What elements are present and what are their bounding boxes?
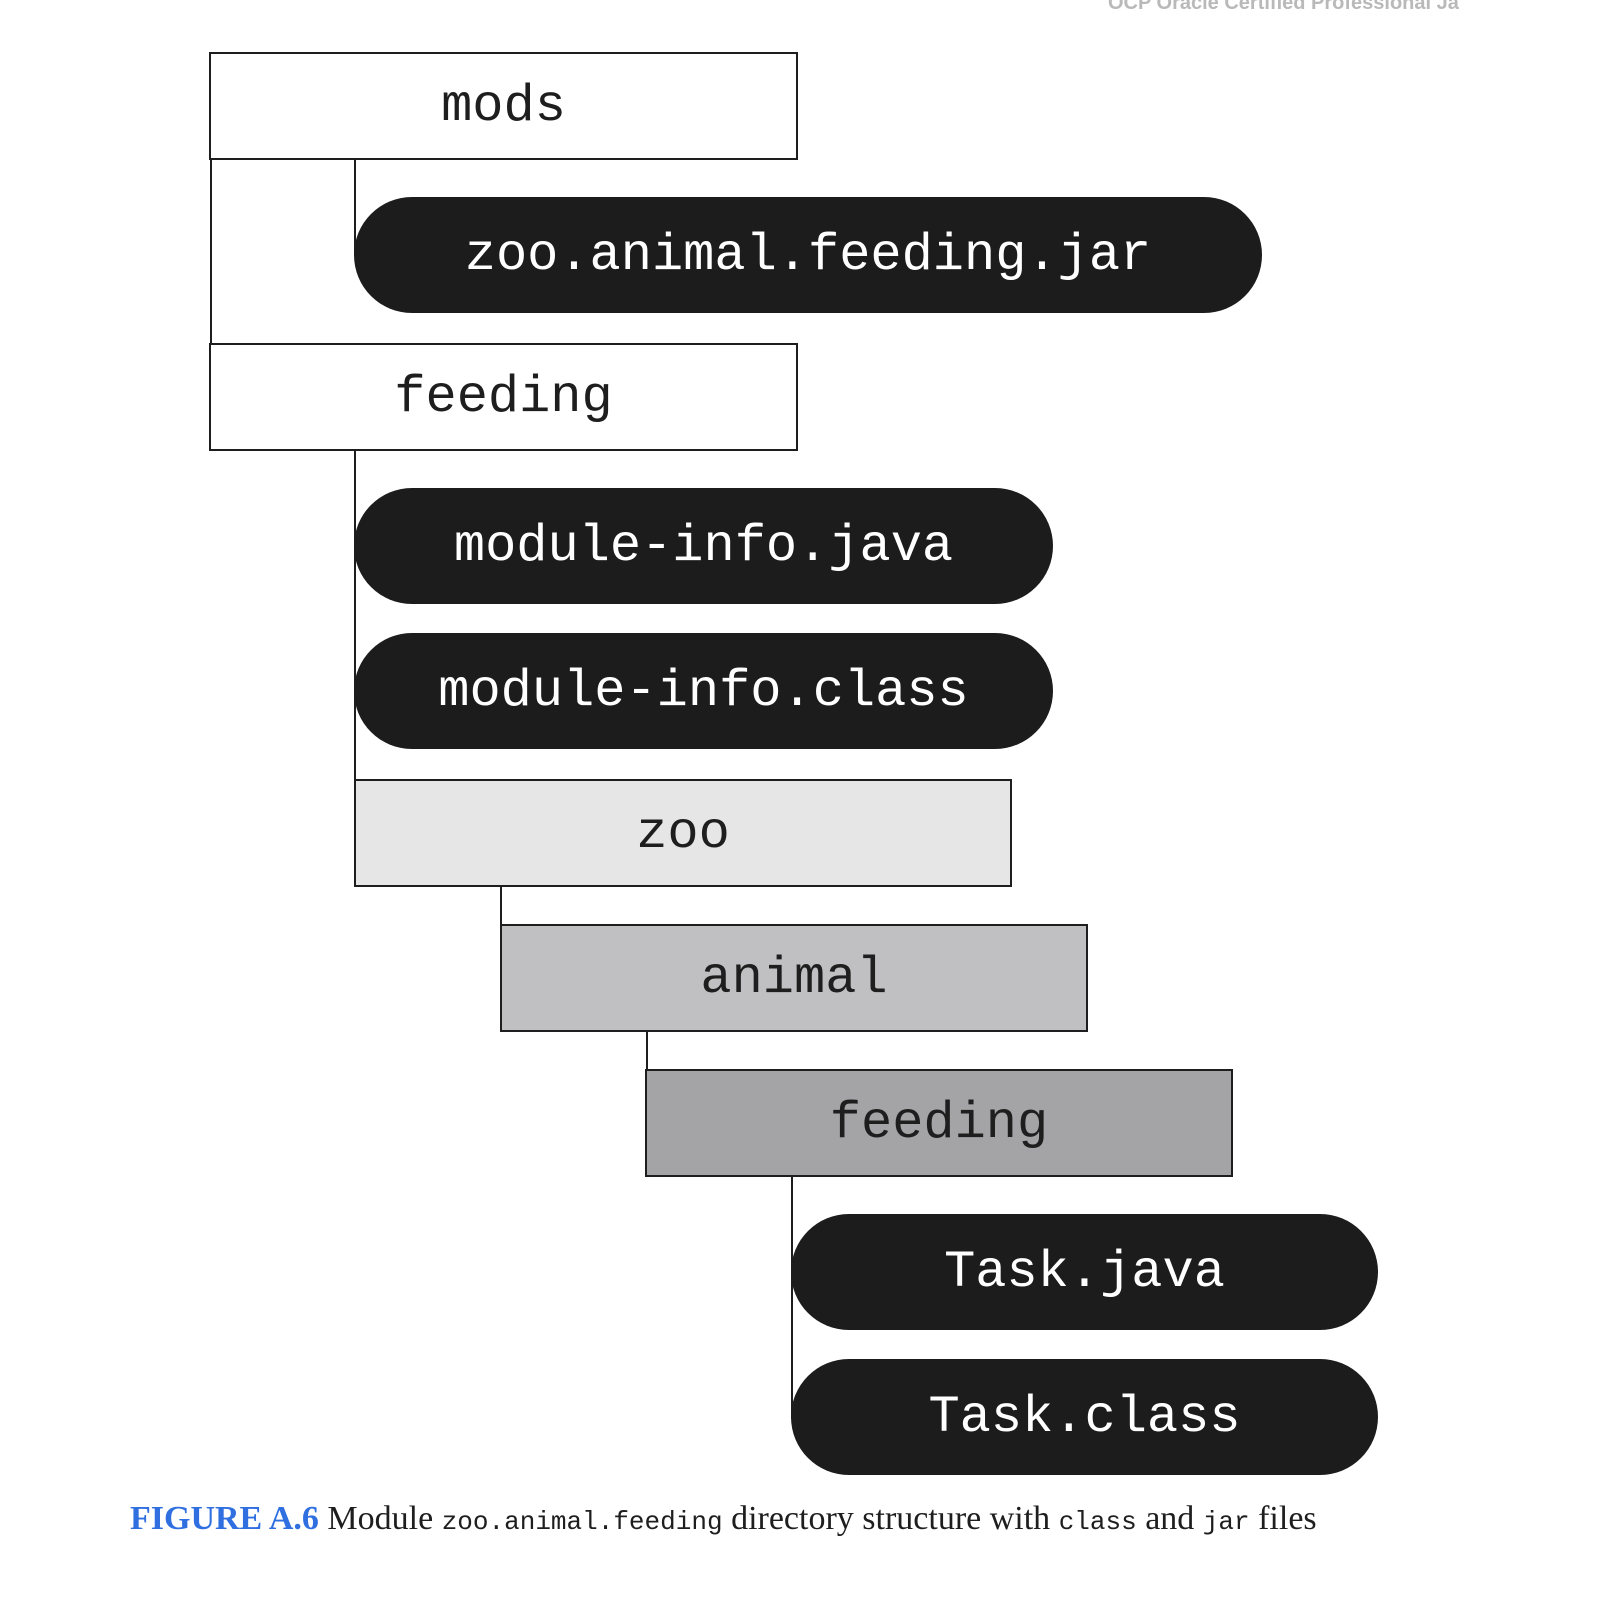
file-task-class-label: Task.class bbox=[928, 1387, 1241, 1447]
folder-animal-label: animal bbox=[700, 948, 888, 1008]
connector-zoo-animal bbox=[500, 885, 502, 927]
folder-zoo: zoo bbox=[354, 779, 1012, 887]
file-module-info-class: module-info.class bbox=[354, 633, 1053, 749]
folder-feeding-package: feeding bbox=[645, 1069, 1233, 1177]
file-task-class: Task.class bbox=[791, 1359, 1378, 1475]
connector-animal-feeding bbox=[646, 1030, 648, 1072]
caption-text: directory structure with bbox=[731, 1500, 1051, 1537]
connector-feeding-tasks bbox=[791, 1175, 793, 1419]
connector-mods-jar bbox=[354, 158, 356, 254]
file-zoo-animal-feeding-jar: zoo.animal.feeding.jar bbox=[354, 197, 1262, 313]
folder-feeding-root: feeding bbox=[209, 343, 798, 451]
file-module-info-java: module-info.java bbox=[354, 488, 1053, 604]
caption-text: and bbox=[1145, 1500, 1195, 1537]
folder-feeding-root-label: feeding bbox=[394, 367, 613, 427]
file-task-java-label: Task.java bbox=[944, 1242, 1225, 1302]
caption-code: zoo.animal.feeding bbox=[441, 1507, 723, 1537]
folder-animal: animal bbox=[500, 924, 1088, 1032]
file-jar-label: zoo.animal.feeding.jar bbox=[464, 225, 1152, 285]
figure-label: FIGURE A.6 bbox=[130, 1500, 319, 1537]
caption-code: class bbox=[1058, 1507, 1137, 1537]
running-header: OCP Oracle Certified Professional Ja bbox=[1108, 0, 1459, 14]
caption-code: jar bbox=[1202, 1507, 1250, 1537]
connector-mods-trunk bbox=[210, 158, 212, 346]
file-module-info-class-label: module-info.class bbox=[438, 661, 969, 721]
file-module-info-java-label: module-info.java bbox=[453, 516, 954, 576]
file-task-java: Task.java bbox=[791, 1214, 1378, 1330]
folder-feeding-package-label: feeding bbox=[829, 1093, 1049, 1153]
connector-feeding-trunk bbox=[354, 448, 356, 782]
folder-zoo-label: zoo bbox=[636, 803, 730, 863]
caption-text: Module bbox=[327, 1500, 434, 1537]
folder-mods: mods bbox=[209, 52, 798, 160]
figure-caption: FIGURE A.6 Module zoo.animal.feeding dir… bbox=[130, 1500, 1550, 1538]
caption-text: files bbox=[1258, 1500, 1317, 1537]
folder-mods-label: mods bbox=[441, 76, 566, 136]
